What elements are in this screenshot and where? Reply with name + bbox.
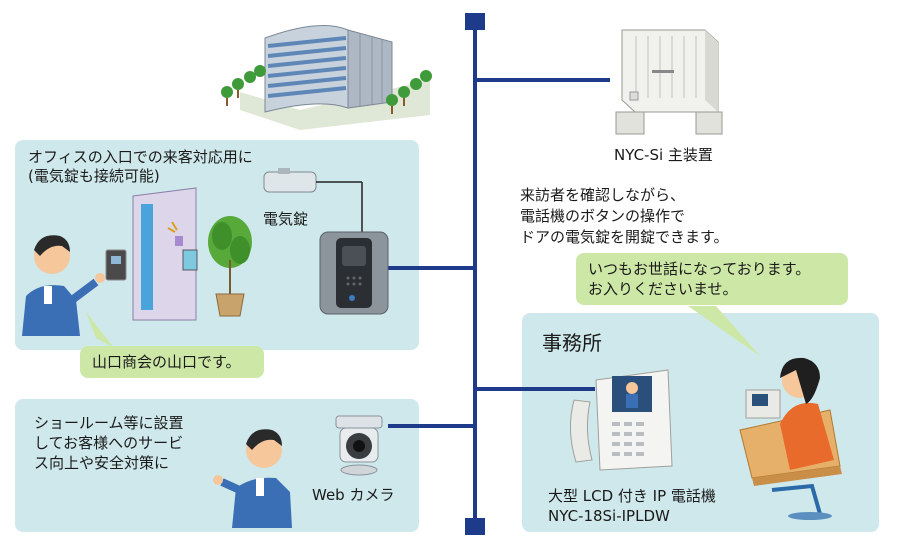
visitor-speech-bubble: 山口商会の山口です。 xyxy=(80,346,264,378)
door-icon xyxy=(132,187,198,321)
showroom-person-icon xyxy=(213,429,292,528)
door-intercom-icon xyxy=(319,231,389,315)
reception-speech-tail xyxy=(688,306,760,356)
visitor-speech-text: 山口商会の山口です。 xyxy=(92,353,241,371)
ip-phone-label-line1: 大型 LCD 付き IP 電話機 xyxy=(548,487,716,505)
main-unit-label: NYC-Si 主装置 xyxy=(614,146,713,164)
web-camera-icon xyxy=(335,415,383,476)
office-building-icon xyxy=(221,25,432,130)
visitor-speech-tail xyxy=(86,312,114,348)
plant-icon xyxy=(208,216,252,317)
intercom-small-icon xyxy=(105,249,127,281)
description-line3: ドアの電気錠を開錠できます。 xyxy=(520,228,729,246)
web-camera-label: Web カメラ xyxy=(312,486,395,504)
network-bottom-terminal xyxy=(465,518,485,535)
description-line2: 電話機のボタンの操作で xyxy=(520,207,686,225)
showroom-caption-line2: してお客様へのサービ xyxy=(34,434,184,452)
reception-speech-line1: いつもお世話になっております。 xyxy=(588,260,811,278)
electric-lock-icon xyxy=(263,168,363,232)
office-entrance-caption-line1: オフィスの入口での来客対応用に xyxy=(28,148,253,166)
office-entrance-caption-line2: (電気錠も接続可能) xyxy=(28,167,160,185)
electric-lock-label: 電気錠 xyxy=(263,210,309,228)
ip-phone-label-line2: NYC-18Si-IPLDW xyxy=(548,507,670,525)
receptionist-icon xyxy=(739,357,842,520)
showroom-caption-line1: ショールーム等に設置 xyxy=(34,414,184,432)
network-lines xyxy=(388,22,610,528)
office-title: 事務所 xyxy=(542,331,602,355)
reception-speech-line2: お入りくださいませ。 xyxy=(588,280,738,298)
reception-speech-bubble: いつもお世話になっております。 お入りくださいませ。 xyxy=(576,253,848,305)
showroom-caption-line3: ス向上や安全対策に xyxy=(34,454,170,472)
network-top-terminal xyxy=(465,13,485,30)
ip-phone-icon xyxy=(570,369,673,471)
main-unit-icon xyxy=(615,29,723,135)
description-line1: 来訪者を確認しながら、 xyxy=(520,186,686,204)
visitor-person-icon xyxy=(22,235,105,336)
